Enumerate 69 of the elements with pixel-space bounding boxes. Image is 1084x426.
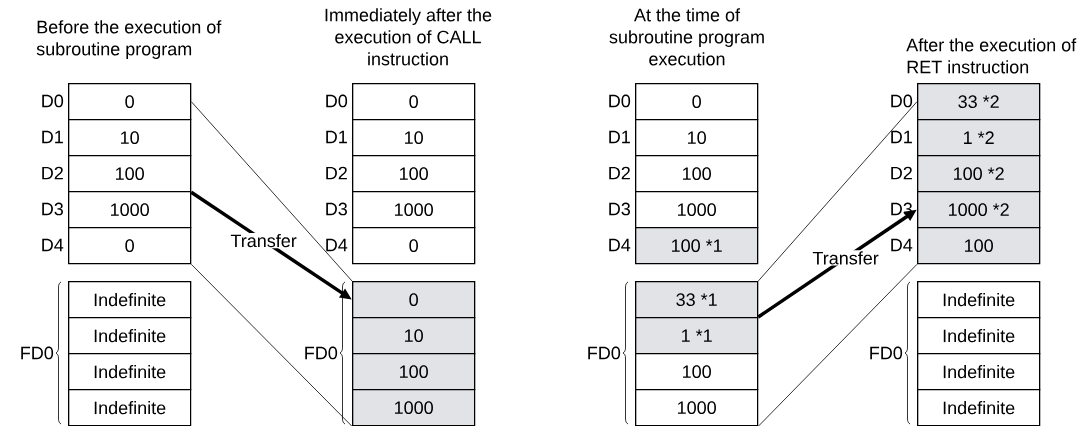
table-cell: 100: [635, 353, 759, 391]
register-label: D2: [323, 165, 349, 181]
register-label: D3: [606, 201, 632, 217]
table-cell: 0: [68, 227, 192, 265]
table-cell: 1 *2: [917, 119, 1041, 157]
register-label: D4: [606, 237, 632, 253]
register-label: D0: [606, 93, 632, 109]
register-label: D2: [888, 165, 914, 181]
register-label: D2: [606, 165, 632, 181]
heading: Before the execution of subroutine program: [36, 20, 222, 59]
table-cell: 33 *2: [917, 83, 1041, 121]
table-cell: 10: [635, 119, 759, 157]
table-cell: 1 *1: [635, 317, 759, 355]
table-cell: 100 *2: [917, 155, 1041, 193]
edge-label: Transfer: [229, 233, 298, 249]
table-cell: 100 *1: [635, 227, 759, 265]
register-label: D1: [606, 129, 632, 145]
table-cell: 1000: [635, 389, 759, 426]
table-cell: 0: [352, 83, 476, 121]
heading: After the execution of RET instruction: [906, 38, 1077, 74]
register-label: D4: [39, 237, 65, 253]
table-cell: Indefinite: [917, 317, 1041, 355]
table-cell: 0: [635, 83, 759, 121]
register-label: D2: [39, 165, 65, 181]
table-cell: 33 *1: [635, 281, 759, 319]
register-label: FD0: [867, 345, 904, 361]
register-label: FD0: [18, 345, 55, 361]
table-cell: Indefinite: [68, 353, 192, 391]
register-label: D0: [323, 93, 349, 109]
register-label: D1: [323, 129, 349, 145]
heading: At the time of subroutine program execution: [609, 8, 764, 66]
table-cell: 10: [68, 119, 192, 157]
register-label: D4: [888, 237, 914, 253]
connector-line: [757, 263, 918, 426]
connector-line: [190, 263, 353, 426]
register-label: D1: [39, 129, 65, 145]
table-cell: Indefinite: [917, 353, 1041, 391]
table-cell: 100: [68, 155, 192, 193]
table-cell: 1000 *2: [917, 191, 1041, 229]
table-cell: Indefinite: [68, 317, 192, 355]
table-cell: Indefinite: [68, 281, 192, 319]
table-cell: 1000: [68, 191, 192, 229]
edge-label: Transfer: [811, 250, 880, 266]
table-cell: 100: [352, 353, 476, 391]
table-cell: 10: [352, 119, 476, 157]
table-cell: 1000: [352, 191, 476, 229]
register-label: FD0: [302, 345, 339, 361]
register-label: D4: [323, 237, 349, 253]
connector-line: [190, 101, 353, 282]
register-label: D3: [323, 201, 349, 217]
table-cell: Indefinite: [68, 389, 192, 426]
table-cell: 0: [68, 83, 192, 121]
register-label: D0: [39, 93, 65, 109]
table-cell: 100: [635, 155, 759, 193]
table-cell: 100: [917, 227, 1041, 265]
heading: Immediately after the execution of CALL instruction: [325, 8, 492, 66]
table-cell: 1000: [635, 191, 759, 229]
table-cell: 0: [352, 281, 476, 319]
register-label: D3: [39, 201, 65, 217]
table-cell: 1000: [352, 389, 476, 426]
table-cell: 10: [352, 317, 476, 355]
table-cell: 100: [352, 155, 476, 193]
table-cell: 0: [352, 227, 476, 265]
connector-line: [757, 101, 918, 282]
table-cell: Indefinite: [917, 389, 1041, 426]
register-label: FD0: [585, 345, 622, 361]
register-label: D0: [888, 93, 914, 109]
table-cell: Indefinite: [917, 281, 1041, 319]
register-label: D1: [888, 129, 914, 145]
